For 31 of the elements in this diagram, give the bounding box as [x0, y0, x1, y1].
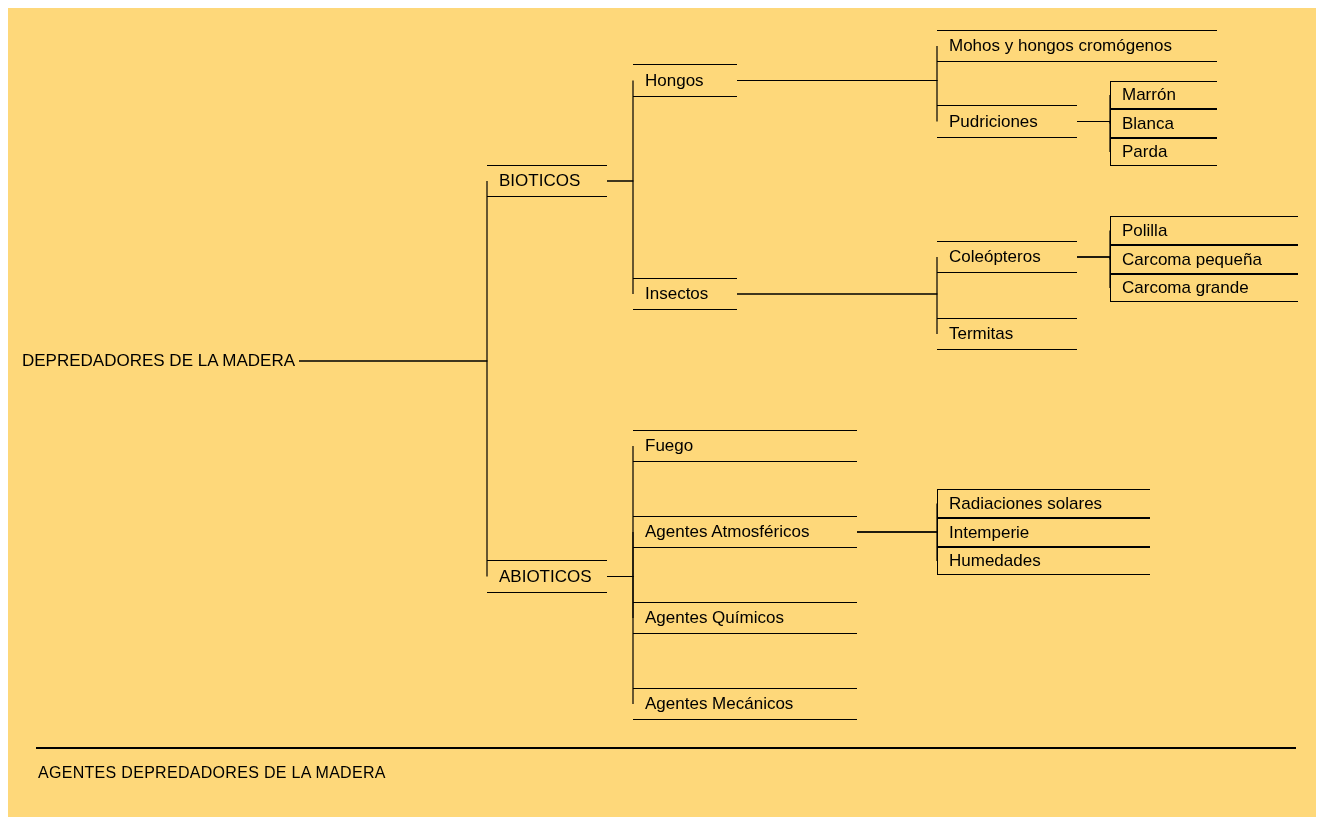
category-band: Agentes Atmosféricos: [633, 516, 857, 548]
category-band: Hongos: [633, 64, 737, 97]
caption: AGENTES DEPREDADORES DE LA MADERA: [38, 764, 386, 782]
connector-line: [856, 531, 938, 562]
category-band: ABIOTICOS: [487, 560, 607, 593]
category-band: Termitas: [937, 318, 1077, 350]
category-band: Humedades: [937, 547, 1150, 575]
category-band: Pudriciones: [937, 105, 1077, 138]
category-band: Carcoma grande: [1110, 274, 1298, 302]
connector-line: [1076, 256, 1111, 289]
category-band: Agentes Mecánicos: [633, 688, 857, 720]
category-band: Parda: [1110, 138, 1217, 166]
category-band: Coleópteros: [937, 241, 1077, 273]
connector-line: [736, 293, 938, 335]
category-band: Marrón: [1110, 81, 1217, 109]
category-band: Insectos: [633, 278, 737, 310]
category-band: BIOTICOS: [487, 165, 607, 197]
connector-line: [736, 79, 938, 123]
category-band: Fuego: [633, 430, 857, 462]
category-band: Polilla: [1110, 216, 1298, 245]
category-band: Blanca: [1110, 109, 1217, 138]
category-band: Mohos y hongos cromógenos: [937, 30, 1217, 62]
category-band: Intemperie: [937, 518, 1150, 547]
root-label: DEPREDADORES DE LA MADERA: [22, 348, 295, 374]
connector-line: [606, 575, 634, 705]
category-band: Carcoma pequeña: [1110, 245, 1298, 274]
connector-line: [606, 180, 634, 295]
category-band: Radiaciones solares: [937, 489, 1150, 518]
connector-line: [298, 360, 488, 578]
category-band: Agentes Químicos: [633, 602, 857, 634]
connector-line: [1076, 120, 1111, 153]
